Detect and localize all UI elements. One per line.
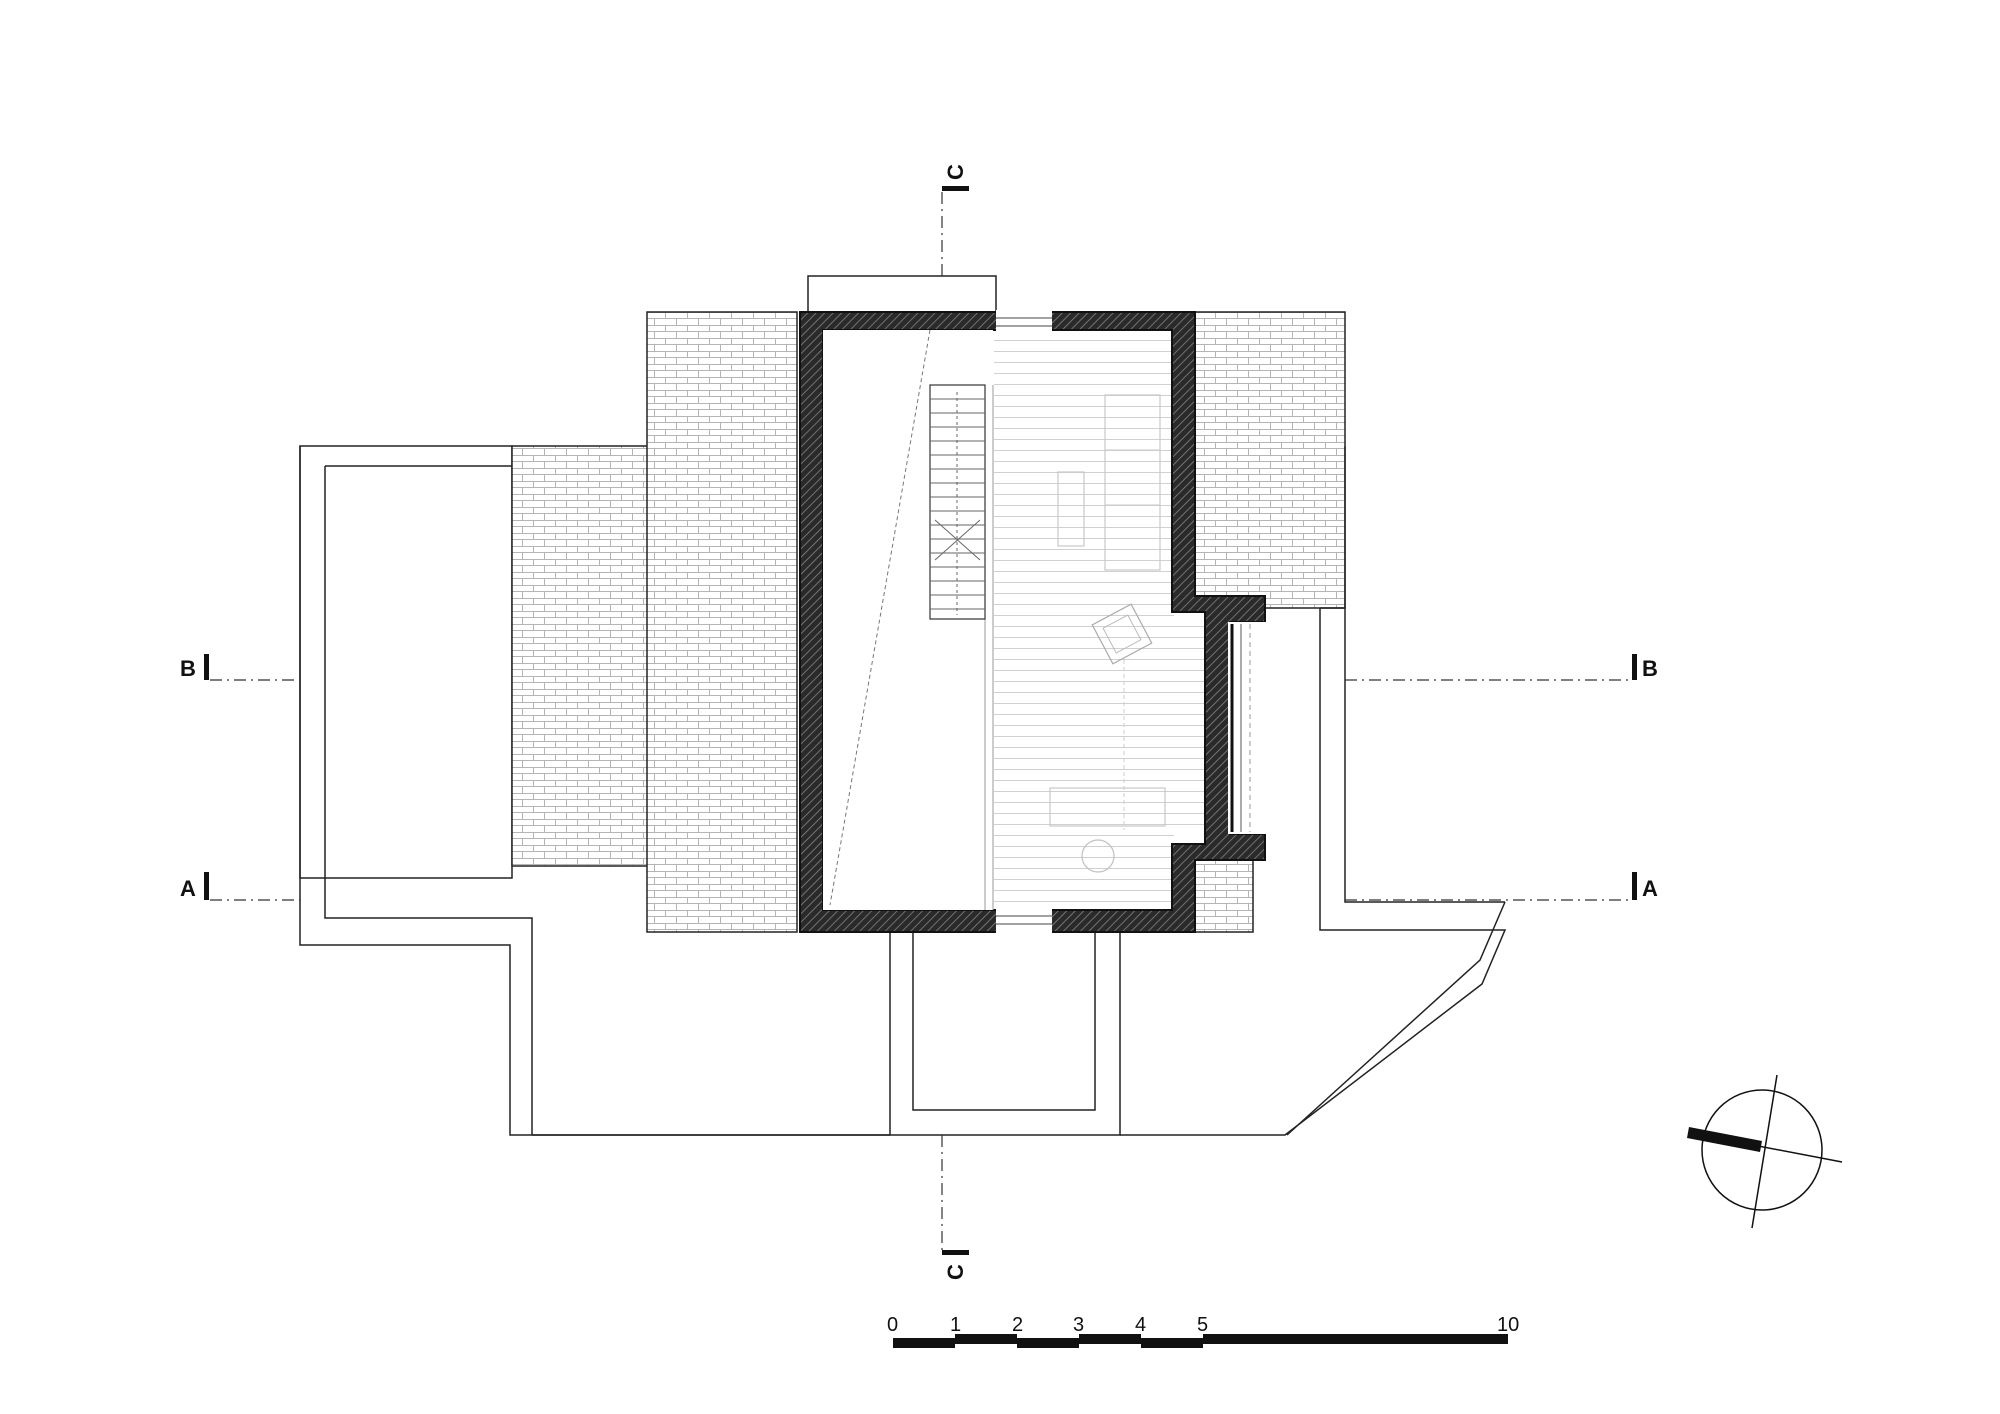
windows	[996, 310, 1266, 934]
scale-tick-2: 2	[1012, 1314, 1023, 1336]
section-a-label-left: A	[180, 876, 196, 901]
scale-bar	[893, 1334, 1508, 1348]
scale-tick-5: 5	[1197, 1314, 1208, 1336]
armchair	[1091, 603, 1153, 665]
scale-tick-1: 1	[950, 1314, 961, 1336]
section-c-label-bottom: C	[943, 1264, 968, 1280]
section-line-c	[941, 186, 969, 1255]
scale-tick-3: 3	[1073, 1314, 1084, 1336]
right-terrace	[1120, 446, 1507, 1136]
entrance-area	[532, 932, 1121, 1136]
scale-tick-4: 4	[1135, 1314, 1146, 1336]
section-b-label-right: B	[1642, 656, 1658, 681]
coffee-table	[1057, 471, 1085, 547]
scale-tick-10: 10	[1497, 1314, 1519, 1336]
section-line-b	[204, 654, 1637, 681]
staircase	[929, 384, 986, 620]
desk-stool	[1081, 839, 1115, 873]
desk	[1049, 787, 1166, 827]
scale-tick-0: 0	[887, 1314, 898, 1336]
section-b-label-left: B	[180, 656, 196, 681]
section-a-label-right: A	[1642, 876, 1658, 901]
section-line-a	[204, 872, 1637, 901]
top-canopy	[807, 275, 997, 313]
section-c-label-top: C	[943, 164, 968, 180]
furniture	[1049, 394, 1166, 873]
brick-paving	[511, 311, 1346, 933]
interior-floor	[994, 330, 1174, 910]
sofa	[1104, 394, 1161, 571]
north-arrow-icon	[1687, 1074, 1843, 1229]
